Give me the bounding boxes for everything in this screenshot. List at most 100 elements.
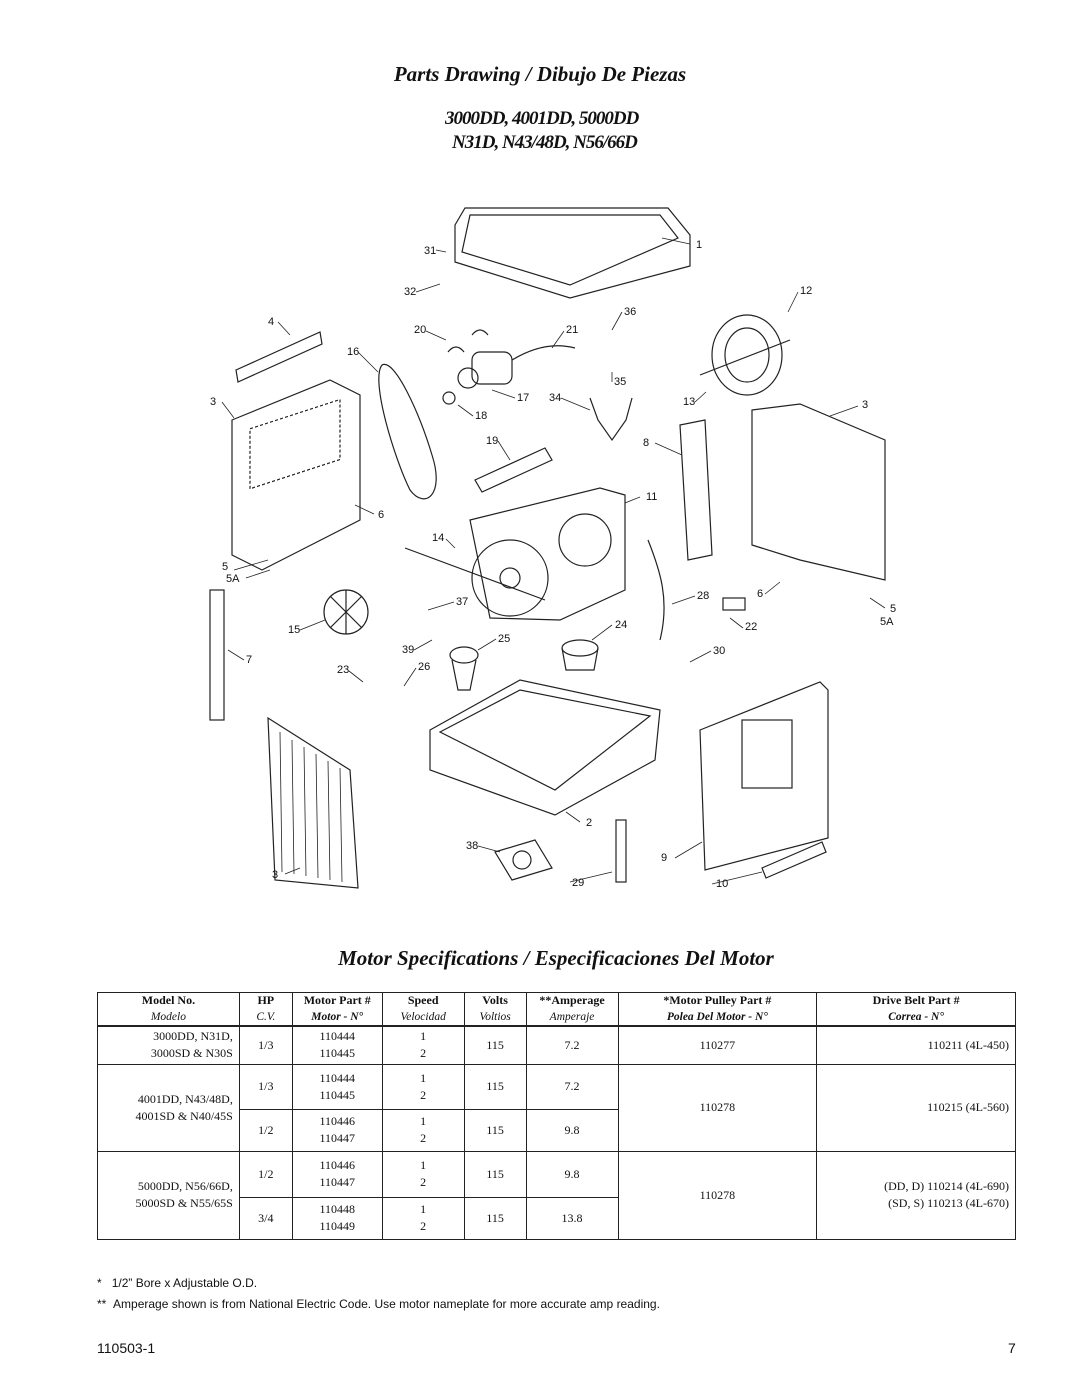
motor-part-cell: 110447 bbox=[319, 1131, 356, 1145]
callout-14: 14 bbox=[432, 532, 444, 544]
motor-pulley-part bbox=[442, 391, 456, 405]
motor-part-cell: 110447 bbox=[319, 1175, 356, 1189]
volts-cell: 115 bbox=[463, 1025, 527, 1065]
volts-cell: 115 bbox=[463, 1063, 527, 1110]
belt-cell: 110211 (4L-450) bbox=[816, 1025, 1016, 1065]
col-model: Model No. bbox=[97, 992, 240, 1008]
footnote-2: ** Amperage shown is from National Elect… bbox=[97, 1297, 660, 1311]
page-number: 7 bbox=[1008, 1340, 1016, 1356]
amps-cell: 9.8 bbox=[525, 1108, 619, 1152]
speed-cell: 2 bbox=[420, 1131, 427, 1145]
amps-cell: 7.2 bbox=[525, 1063, 619, 1110]
louver-panel bbox=[267, 716, 359, 889]
col-drive-belt: Drive Belt Part # bbox=[816, 992, 1016, 1008]
model-cell: 3000DD, N31D, bbox=[153, 1029, 233, 1044]
speed-cell: 2 bbox=[420, 1175, 427, 1189]
callout-10: 10 bbox=[716, 878, 728, 890]
table-row: 5000DD, N56/66D,5000SD & N55/65S 1/2 110… bbox=[97, 1150, 1016, 1240]
speed-cell: 1 bbox=[420, 1070, 427, 1085]
hp-cell: 1/2 bbox=[238, 1150, 293, 1198]
motor-part-cell: 110445 bbox=[319, 1087, 356, 1102]
callout-19: 19 bbox=[486, 435, 498, 447]
callout-5a: 5 bbox=[222, 561, 228, 573]
volts-cell: 115 bbox=[463, 1108, 527, 1152]
col-hp: HP bbox=[238, 992, 293, 1008]
callout-9: 9 bbox=[661, 852, 667, 864]
callout-5b: 5 bbox=[890, 603, 896, 615]
col-speed: Speed bbox=[381, 992, 465, 1008]
callout-16: 16 bbox=[347, 346, 359, 358]
table-row: 3000DD, N31D, 3000SD & N30S 1/3 110444 110… bbox=[97, 1025, 1016, 1065]
speed-cell: 2 bbox=[420, 1219, 427, 1233]
callout-30: 30 bbox=[713, 645, 725, 657]
callout-5A-a: 5A bbox=[226, 573, 240, 585]
speed-cell: 2 bbox=[420, 1087, 427, 1102]
top-cover-part bbox=[454, 207, 691, 299]
callout-6a: 6 bbox=[378, 509, 384, 521]
blower-housing-part bbox=[469, 487, 626, 621]
callout-6b: 6 bbox=[757, 588, 763, 600]
callout-37: 37 bbox=[456, 596, 468, 608]
col-volts-es: Voltios bbox=[463, 1008, 527, 1027]
callout-35: 35 bbox=[614, 376, 626, 388]
callout-34: 34 bbox=[549, 392, 561, 404]
col-motor-pulley: *Motor Pulley Part # bbox=[617, 992, 818, 1008]
hp-cell: 1/3 bbox=[238, 1063, 293, 1110]
left-side-panel bbox=[231, 379, 361, 571]
motor-part-cell: 110446 bbox=[319, 1158, 356, 1172]
models-line-2: N31D, N43/48D, N56/66D bbox=[452, 132, 638, 153]
callout-36: 36 bbox=[624, 306, 636, 318]
hp-cell: 1/3 bbox=[238, 1025, 293, 1065]
callout-25: 25 bbox=[498, 633, 510, 645]
callout-4: 4 bbox=[268, 316, 274, 328]
model-cell: 4001DD, N43/48D, bbox=[137, 1091, 233, 1106]
callout-7: 7 bbox=[246, 654, 252, 666]
motor-part-cell: 110444 bbox=[319, 1029, 356, 1044]
callout-21: 21 bbox=[566, 324, 578, 336]
col-motor-pulley-es: Polea Del Motor - N° bbox=[617, 1008, 818, 1027]
motor-part-cell: 110444 bbox=[319, 1070, 356, 1085]
callout-26: 26 bbox=[418, 661, 430, 673]
amps-cell: 13.8 bbox=[525, 1196, 619, 1240]
callout-2: 2 bbox=[586, 817, 592, 829]
callout-17: 17 bbox=[517, 392, 529, 404]
belt-cell: (DD, D) 110214 (4L-690) bbox=[884, 1179, 1009, 1193]
footnote-mark: * bbox=[97, 1276, 102, 1290]
motor-part-cell: 110449 bbox=[319, 1219, 356, 1233]
hp-cell: 1/2 bbox=[238, 1108, 293, 1152]
parts-drawing: 1 2 3 3 3 4 5 5 5A 5A 6 6 7 8 9 10 11 12… bbox=[209, 207, 896, 890]
models-line-1: 3000DD, 4001DD, 5000DD bbox=[445, 108, 639, 129]
col-amperage-es: Amperaje bbox=[525, 1008, 619, 1027]
col-drive-belt-es: Correa - N° bbox=[816, 1008, 1016, 1027]
col-amperage: **Amperage bbox=[525, 992, 619, 1008]
pulley-cell: 110277 bbox=[617, 1025, 818, 1065]
callout-32: 32 bbox=[404, 286, 416, 298]
motor-spec-table: Model No. HP Motor Part # Speed Volts **… bbox=[97, 992, 1016, 1240]
col-motor-part: Motor Part # bbox=[291, 992, 383, 1008]
col-hp-es: C.V. bbox=[238, 1008, 293, 1027]
callout-3a: 3 bbox=[210, 396, 216, 408]
callout-31: 31 bbox=[424, 245, 436, 257]
volts-cell: 115 bbox=[463, 1150, 527, 1198]
callout-23: 23 bbox=[337, 664, 349, 676]
volts-cell: 115 bbox=[463, 1196, 527, 1240]
belt-cell: 110215 (4L-560) bbox=[816, 1063, 1016, 1152]
speed-cell: 1 bbox=[420, 1158, 427, 1172]
col-motor-part-es: Motor - N° bbox=[291, 1008, 383, 1027]
speed-cell: 1 bbox=[420, 1114, 427, 1128]
pulley-cell: 110278 bbox=[617, 1063, 818, 1152]
speed-cell: 2 bbox=[420, 1046, 427, 1061]
callout-13: 13 bbox=[683, 396, 695, 408]
motor-part-cell: 110445 bbox=[319, 1046, 356, 1061]
callout-3c: 3 bbox=[272, 869, 278, 881]
model-cell: 3000SD & N30S bbox=[150, 1046, 233, 1061]
footnote-1: * 1/2” Bore x Adjustable O.D. bbox=[97, 1276, 257, 1290]
col-model-es: Modelo bbox=[97, 1008, 240, 1027]
callout-39: 39 bbox=[402, 644, 414, 656]
hp-cell: 3/4 bbox=[238, 1196, 293, 1240]
amps-cell: 9.8 bbox=[525, 1150, 619, 1198]
callout-29: 29 bbox=[572, 877, 584, 889]
speed-cell: 1 bbox=[420, 1202, 427, 1216]
callout-labels: 1 2 3 3 3 4 5 5 5A 5A 6 6 7 8 9 10 11 12… bbox=[210, 239, 896, 890]
motor-part-cell: 110448 bbox=[319, 1202, 356, 1216]
